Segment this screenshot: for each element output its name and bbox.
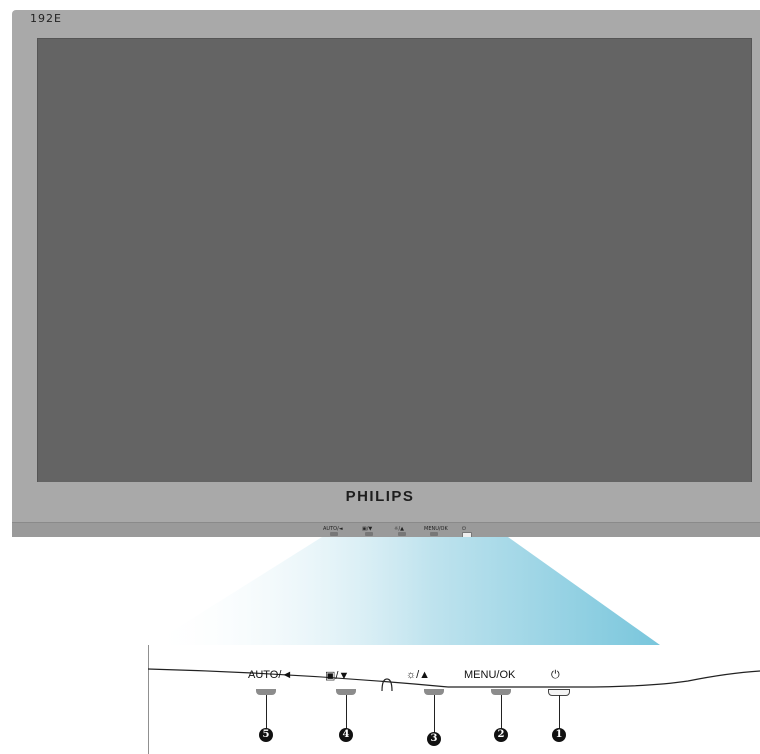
leader-2 <box>501 695 502 729</box>
small-label-brightness: ☼/▲ <box>394 526 405 532</box>
callout-2: 2 <box>494 728 508 742</box>
label-menu: MENU/OK <box>464 669 516 681</box>
label-power: ⏻ <box>551 669 560 681</box>
leader-3 <box>434 695 435 733</box>
callout-5: 5 <box>259 728 273 742</box>
small-button-brightness[interactable] <box>398 532 406 536</box>
brand-logo: PHILIPS <box>345 488 415 505</box>
leader-5 <box>266 695 267 729</box>
aspect-down-button[interactable] <box>336 689 356 695</box>
model-label: 192E <box>30 12 62 25</box>
label-auto: AUTO/◄ <box>248 669 293 681</box>
bezel-lip <box>12 522 760 537</box>
front-panel-small: AUTO/◄ ▣/▼ ☼/▲ MENU/OK ⏻ <box>0 522 760 540</box>
auto-button[interactable] <box>256 689 276 695</box>
leader-4 <box>346 695 347 729</box>
small-label-power: ⏻ <box>462 526 466 532</box>
label-aspect: ▣/▼ <box>325 670 350 682</box>
callout-3: 3 <box>427 732 441 746</box>
small-button-menu[interactable] <box>430 532 438 536</box>
small-label-menu: MENU/OK <box>424 526 448 532</box>
zoomed-control-panel: AUTO/◄ ▣/▼ ☼/▲ MENU/OK ⏻ 5 4 3 2 1 <box>148 645 760 754</box>
brightness-up-button[interactable] <box>424 689 444 695</box>
small-label-aspect: ▣/▼ <box>362 526 373 532</box>
menu-ok-button[interactable] <box>491 689 511 695</box>
label-brightness: ☼/▲ <box>406 669 431 681</box>
monitor-screen <box>37 38 752 485</box>
callout-1: 1 <box>552 728 566 742</box>
small-button-aspect[interactable] <box>365 532 373 536</box>
small-label-auto: AUTO/◄ <box>323 526 343 532</box>
callout-4: 4 <box>339 728 353 742</box>
zoom-panel-outline <box>148 645 760 754</box>
bezel-bottom <box>12 482 760 524</box>
leader-1 <box>559 695 560 729</box>
small-button-auto[interactable] <box>330 532 338 536</box>
